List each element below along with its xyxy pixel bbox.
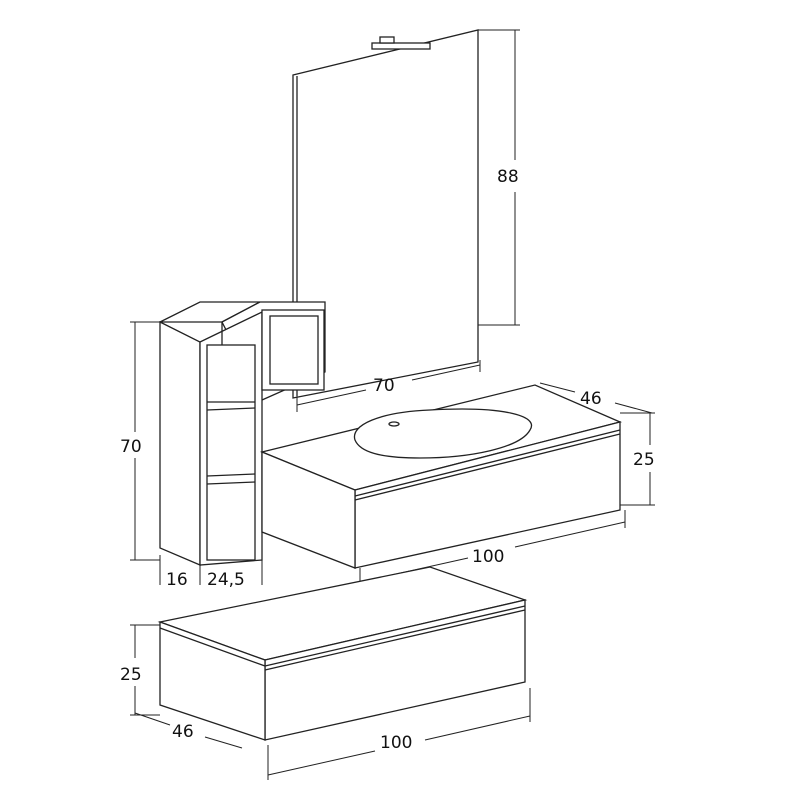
dimension-shelf-height: 70 xyxy=(120,321,160,561)
dimension-lower-height: 25 xyxy=(120,624,160,716)
dimension-upper-height: 25 xyxy=(620,412,655,506)
mirror xyxy=(292,29,479,399)
dimension-mirror-height: 88 xyxy=(478,29,520,326)
dim-label: 88 xyxy=(497,167,519,187)
dimension-upper-depth: 46 xyxy=(539,382,653,414)
shelf-units xyxy=(159,301,326,566)
dim-label: 25 xyxy=(120,665,142,685)
dim-label: 70 xyxy=(373,376,395,396)
basin xyxy=(353,408,533,459)
dim-label: 46 xyxy=(580,389,602,409)
dim-label: 24,5 xyxy=(207,570,245,590)
mirror-lamp xyxy=(371,36,431,50)
dim-label: 70 xyxy=(120,437,142,457)
dimension-lower-width: 100 xyxy=(267,688,531,780)
dim-label: 25 xyxy=(633,450,655,470)
upper-vanity xyxy=(259,384,622,569)
dimension-mirror-width: 70 xyxy=(296,360,481,412)
dim-label: 100 xyxy=(380,733,412,753)
dim-label: 16 xyxy=(166,570,188,590)
dim-label: 46 xyxy=(172,722,194,742)
dimension-shelf-depth-width: 16 24,5 xyxy=(159,555,263,590)
dimension-lower-depth: 46 xyxy=(134,712,243,749)
dim-label: 100 xyxy=(472,547,504,567)
lower-vanity xyxy=(157,566,528,741)
